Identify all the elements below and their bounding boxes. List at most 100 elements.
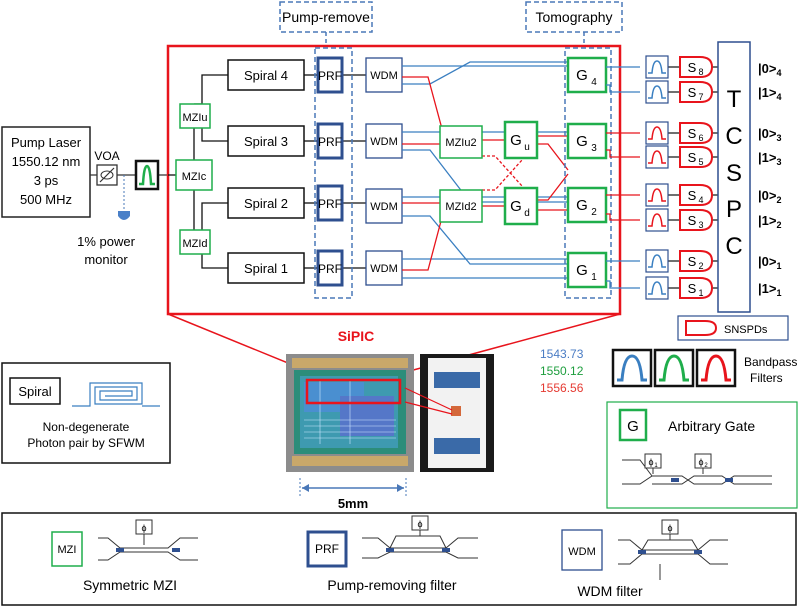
svg-text:d: d	[524, 208, 530, 219]
phi2-symbol: ϕ	[698, 457, 703, 467]
power-monitor-label-2: monitor	[84, 252, 128, 267]
detector-s2: S 2	[679, 250, 714, 272]
spiral-caption-1: Non-degenerate	[43, 420, 130, 434]
spiral-caption-2: Photon pair by SFWM	[27, 436, 144, 450]
prf-legend: PRF ϕ Pump-removing filter	[306, 515, 478, 593]
detector-s4: S 4	[679, 184, 714, 206]
snspds-label: SNSPDs	[724, 324, 768, 336]
svg-text:S: S	[688, 60, 697, 75]
spiral-waveguide-icon	[72, 382, 160, 407]
bandpass-label-2: Filters	[750, 371, 783, 385]
g-legend-symbol: G	[627, 418, 639, 435]
svg-text:P: P	[726, 196, 742, 223]
mzid2-box: MZId2	[439, 189, 483, 223]
svg-text:MZIc: MZIc	[182, 171, 207, 183]
tomography-dashed-group	[564, 47, 612, 299]
svg-text:Spiral 2: Spiral 2	[244, 196, 288, 211]
svg-text:T: T	[727, 86, 742, 113]
svg-text:2: 2	[591, 207, 597, 218]
svg-text:4: 4	[591, 77, 597, 88]
wavelength-green: 1550.12	[540, 364, 584, 378]
bandpass-filter-red-1	[645, 121, 669, 145]
pump-laser-wavelength: 1550.12 nm	[12, 154, 81, 169]
spiral-3-box: Spiral 3	[227, 125, 305, 157]
spiral-legend-symbol: Spiral	[18, 384, 51, 399]
svg-text:u: u	[524, 142, 530, 153]
svg-text:G: G	[510, 198, 522, 215]
svg-text:8: 8	[698, 67, 703, 77]
gate-g1-box: G 1	[566, 251, 608, 289]
svg-text:S: S	[688, 254, 697, 269]
svg-text:1: 1	[698, 288, 703, 298]
svg-text:G: G	[576, 67, 588, 84]
chip-package-photo	[420, 354, 494, 472]
state-label: |1>1	[758, 281, 781, 298]
prf-legend-symbol: PRF	[315, 542, 339, 556]
bandpass-filter-red-4	[645, 208, 669, 232]
mziu-box: MZIu	[179, 103, 211, 129]
wdm-legend: WDM ϕ WDM filter	[561, 519, 728, 599]
mzi-phi-symbol: ϕ	[141, 523, 146, 533]
svg-text:S: S	[688, 188, 697, 203]
svg-text:Spiral 4: Spiral 4	[244, 68, 288, 83]
pump-laser-title: Pump Laser	[11, 135, 82, 150]
svg-text:Spiral 3: Spiral 3	[244, 134, 288, 149]
scale-label: 5mm	[338, 496, 368, 511]
detector-s8: S 8	[679, 56, 714, 78]
bandpass-filter-red-3	[645, 183, 669, 207]
svg-text:G: G	[576, 262, 588, 279]
bandpass-filter-red-2	[645, 145, 669, 169]
mzi-legend-symbol: MZI	[58, 544, 77, 556]
sipic-label: SiPIC	[338, 328, 375, 344]
svg-text:S: S	[688, 85, 697, 100]
svg-text:PRF: PRF	[318, 69, 342, 83]
svg-text:1: 1	[591, 272, 597, 283]
chip-photo	[286, 354, 414, 472]
mzid-box: MZId	[179, 229, 211, 255]
wdm-box-4: WDM	[365, 57, 403, 93]
svg-text:PRF: PRF	[318, 197, 342, 211]
bandpass-filter-blue-3	[645, 249, 669, 273]
svg-text:WDM: WDM	[370, 201, 398, 213]
wdm-box-1: WDM	[365, 250, 403, 286]
state-label: |1>2	[758, 213, 781, 230]
gate-gu-box: G u	[503, 120, 539, 160]
power-monitor-detector-icon	[118, 211, 130, 220]
phi1-sub: 1	[654, 463, 658, 469]
power-monitor-label-1: 1% power	[77, 234, 135, 249]
gate-g4-box: G 4	[566, 56, 608, 94]
wavelength-red: 1556.56	[540, 381, 584, 395]
wdm-box-3: WDM	[365, 123, 403, 159]
svg-text:4: 4	[698, 195, 703, 205]
svg-text:MZIu: MZIu	[182, 112, 207, 124]
svg-text:6: 6	[698, 133, 703, 143]
svg-text:MZId2: MZId2	[445, 201, 476, 213]
mzic-box: MZIc	[175, 159, 213, 191]
svg-text:G: G	[576, 197, 588, 214]
svg-text:S: S	[688, 281, 697, 296]
svg-text:WDM: WDM	[370, 136, 398, 148]
tcspc-box: T C S P C	[717, 41, 751, 313]
state-label: |1>3	[758, 150, 781, 167]
green-filter-icon	[134, 159, 160, 191]
bandpass-filter-blue-1	[645, 55, 669, 79]
gate-g3-box: G 3	[566, 122, 608, 160]
gate-g2-box: G 2	[566, 186, 608, 224]
svg-text:S: S	[688, 150, 697, 165]
state-label: |0>2	[758, 188, 781, 205]
wdm-filter-label: WDM filter	[577, 583, 643, 599]
detector-s6: S 6	[679, 122, 714, 144]
tomography-label-group: Tomography	[525, 1, 623, 46]
svg-text:PRF: PRF	[318, 135, 342, 149]
detector-s5: S 5	[679, 146, 714, 168]
pump-laser-rate: 500 MHz	[20, 192, 72, 207]
gate-gd-box: G d	[503, 186, 539, 226]
wdm-phi-symbol: ϕ	[667, 523, 672, 533]
bandpass-filter-blue-4	[645, 276, 669, 300]
pump-remove-label-group: Pump-remove	[279, 1, 373, 46]
snspds-legend: SNSPDs	[677, 315, 789, 341]
svg-text:S: S	[726, 160, 742, 187]
mziu2-box: MZIu2	[439, 125, 483, 159]
prf-phi-symbol: ϕ	[417, 519, 422, 529]
